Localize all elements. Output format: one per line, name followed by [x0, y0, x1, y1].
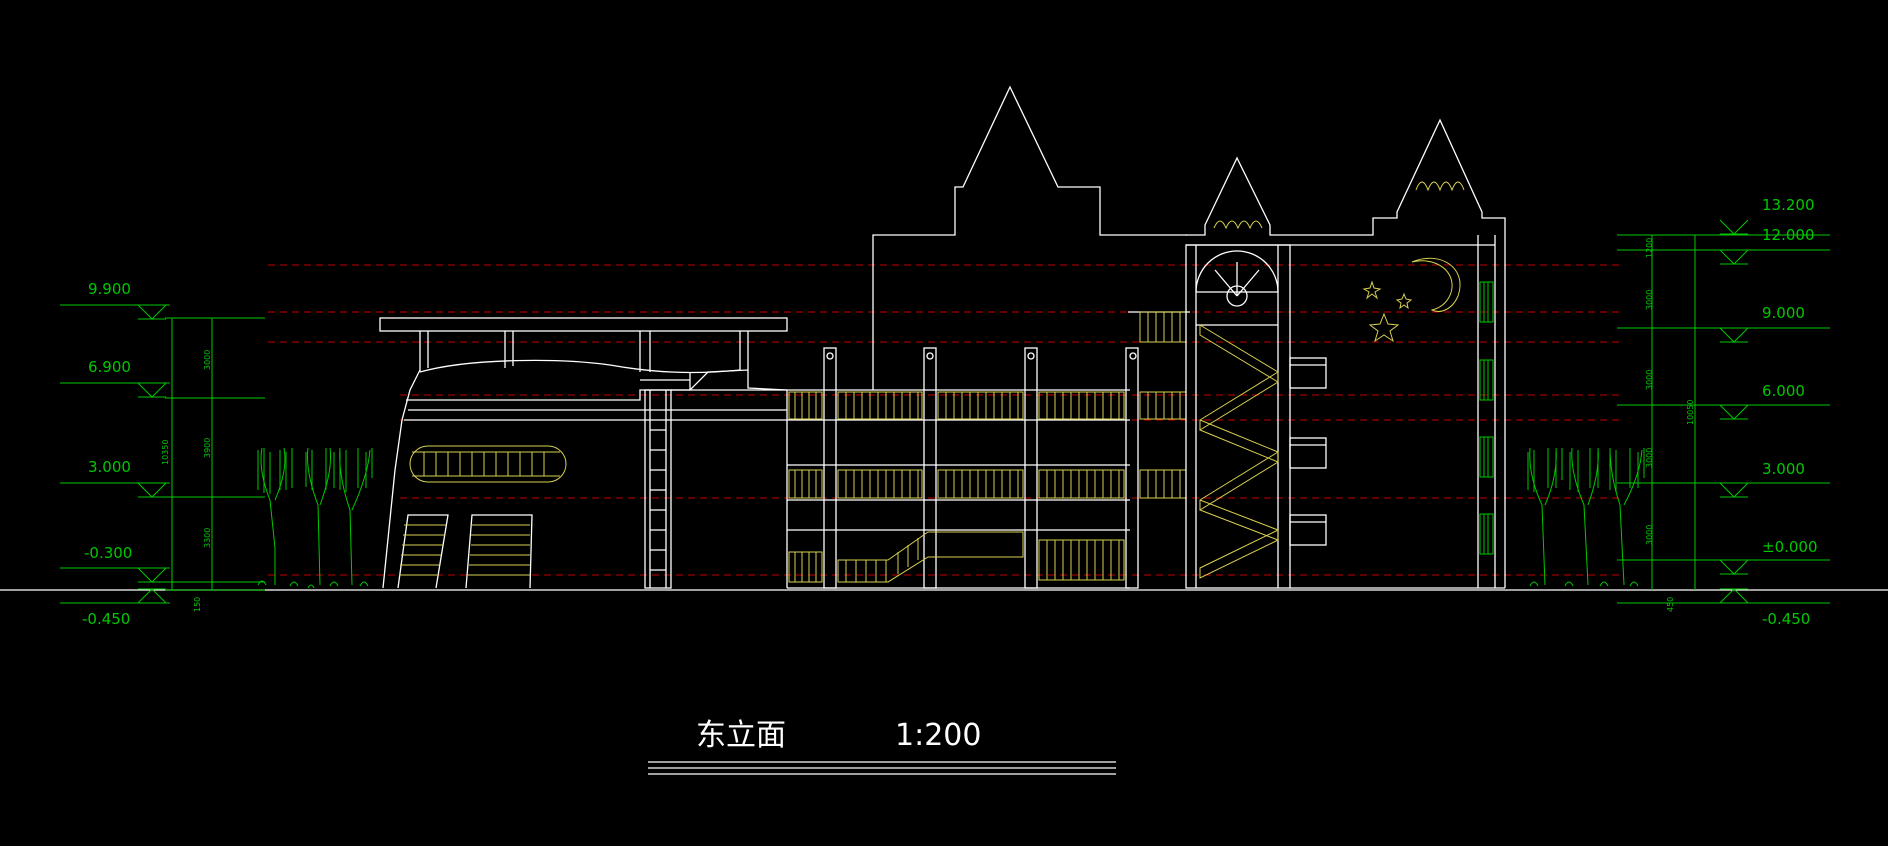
- level-label-right-1: 13.200: [1762, 196, 1815, 214]
- left-stair-tower: [644, 389, 787, 589]
- zigzag-stair-tower: [1185, 156, 1291, 589]
- dim-right-total: 10050: [1686, 400, 1695, 425]
- right-tower-windows: [1479, 281, 1494, 555]
- level-label-left-5: -0.450: [82, 610, 130, 628]
- dim-right-3: 3000: [1645, 370, 1654, 390]
- left-wing: [379, 317, 788, 589]
- title-underline: [648, 761, 1116, 775]
- level-label-right-2: 12.000: [1762, 226, 1815, 244]
- dim-right-4: 3000: [1645, 448, 1654, 468]
- dim-left-base: 150: [193, 597, 202, 612]
- dim-right-base: 450: [1666, 597, 1675, 612]
- level-label-right-5: 3.000: [1762, 460, 1805, 478]
- left-wing-details: [399, 445, 567, 576]
- level-label-left-3: 3.000: [88, 458, 131, 476]
- central-gable: [786, 85, 1187, 588]
- right-tower: [1289, 118, 1506, 589]
- trees-right: [1527, 447, 1645, 587]
- dim-left-1: 3000: [203, 350, 212, 370]
- level-label-right-3: 9.000: [1762, 304, 1805, 322]
- dim-left-total: 10350: [161, 440, 170, 465]
- level-label-left-2: 6.900: [88, 358, 131, 376]
- dim-left-2: 3900: [203, 438, 212, 458]
- dim-right-2: 3000: [1645, 290, 1654, 310]
- drawing-title: 东立面: [696, 718, 786, 753]
- level-label-left-4: -0.300: [84, 544, 132, 562]
- dim-left-3: 3300: [203, 528, 212, 548]
- corridor-frame: [787, 311, 1190, 589]
- drawing-scale: 1:200: [895, 718, 981, 753]
- trees-left: [257, 447, 373, 589]
- zigzag-stairs: [1199, 220, 1279, 579]
- right-dimension-system: [1617, 219, 1830, 604]
- corridor-railings: [788, 311, 1187, 583]
- dim-right-1: 1200: [1645, 238, 1654, 258]
- moon-and-stars: [1362, 181, 1465, 343]
- floor-reference-lines: [268, 264, 1620, 576]
- level-label-right-4: 6.000: [1762, 382, 1805, 400]
- level-label-right-7: -0.450: [1762, 610, 1810, 628]
- dim-right-5: 3000: [1645, 525, 1654, 545]
- level-label-right-6: ±0.000: [1762, 538, 1818, 556]
- left-dimension-system: [60, 304, 265, 604]
- level-label-left-1: 9.900: [88, 280, 131, 298]
